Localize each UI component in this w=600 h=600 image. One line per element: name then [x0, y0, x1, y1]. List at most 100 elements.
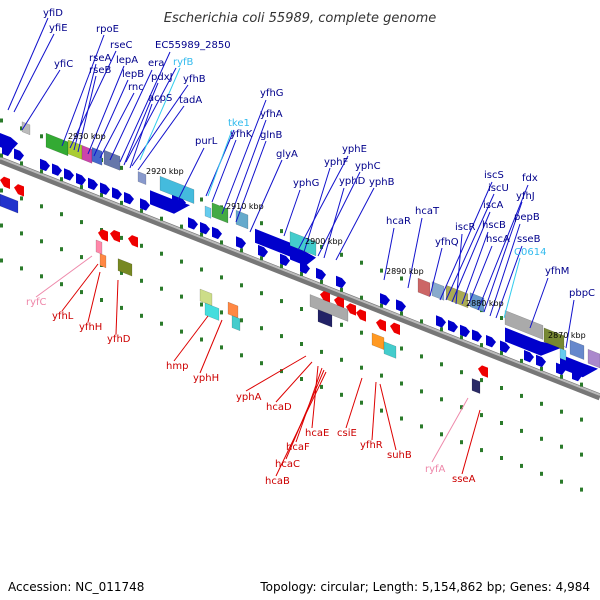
forward-gene-arrow	[336, 275, 346, 289]
leader-line	[61, 34, 105, 147]
guide-dot	[500, 316, 503, 320]
gene-label[interactable]: yfiC	[54, 59, 73, 70]
guide-dot	[20, 266, 23, 271]
guide-dot	[380, 373, 383, 378]
gene-label[interactable]: pbpC	[569, 288, 595, 299]
guide-dot	[300, 377, 303, 381]
gene-label[interactable]: sseB	[517, 234, 541, 245]
gene-label[interactable]: hcaF	[286, 442, 310, 453]
guide-dot	[460, 370, 463, 375]
gene-label[interactable]: yfhD	[107, 334, 131, 345]
leader-line	[245, 355, 307, 392]
guide-dot	[400, 381, 403, 386]
rna-label[interactable]: tke1	[228, 118, 250, 129]
guide-dot	[520, 358, 523, 363]
leader-line	[503, 257, 521, 319]
gene-label[interactable]: yphF	[324, 157, 349, 168]
gene-label[interactable]: hcaT	[415, 206, 440, 217]
gene-label[interactable]: yfhJ	[516, 191, 535, 202]
gene-label[interactable]: pdxJ	[151, 72, 173, 83]
gene-label[interactable]: glnB	[260, 130, 282, 141]
guide-dot	[400, 276, 403, 281]
gene-label[interactable]: era	[148, 58, 164, 69]
gene-label[interactable]: rnc	[128, 82, 144, 93]
gene-label[interactable]: sseA	[452, 474, 476, 485]
gene-label[interactable]: csiE	[337, 428, 357, 439]
gene-label[interactable]: hscA	[486, 234, 510, 245]
guide-dot	[460, 440, 463, 445]
rna-label[interactable]: ryfA	[425, 464, 446, 475]
gene-label[interactable]: iscR	[455, 222, 475, 233]
gene-label[interactable]: rseC	[110, 40, 132, 51]
gene-label[interactable]: yfhK	[230, 129, 253, 140]
gene-label[interactable]: yphE	[342, 144, 367, 155]
gene-label[interactable]: purL	[195, 136, 218, 147]
gene-label[interactable]: rseA	[89, 53, 111, 64]
gene-label[interactable]: acpS	[148, 93, 172, 104]
gene-label[interactable]: yphA	[236, 392, 262, 403]
rna-label[interactable]: ryfC	[26, 297, 47, 308]
gene-label[interactable]: yfhA	[260, 109, 283, 120]
gene-label[interactable]: lepA	[116, 55, 138, 66]
gene-label[interactable]: suhB	[387, 450, 412, 461]
reverse-gene-arrow	[110, 230, 120, 243]
forward-gene-arrow	[14, 148, 24, 161]
leader-line	[445, 193, 495, 301]
gene-label[interactable]: yfiD	[43, 8, 63, 19]
gene-label[interactable]: rpoE	[96, 24, 119, 35]
guide-dot	[320, 244, 323, 249]
gene-label[interactable]: yfhB	[183, 74, 206, 85]
gene-label[interactable]: yphB	[369, 177, 395, 188]
gene-label[interactable]: hscB	[482, 220, 506, 231]
leader-line	[461, 409, 481, 475]
guide-dot	[280, 264, 283, 269]
gene-label[interactable]: yfhR	[360, 440, 383, 451]
forward-gene-arrow	[500, 340, 510, 353]
leader-line	[99, 92, 135, 159]
gene-label[interactable]: EC55989_2850	[155, 40, 231, 51]
gene-label[interactable]: iscU	[488, 183, 509, 194]
gene-label[interactable]: pepB	[514, 212, 540, 223]
leader-line	[119, 51, 171, 163]
guide-dot	[300, 307, 303, 311]
gene-label[interactable]: yfhL	[52, 311, 74, 322]
gene-label[interactable]: yphD	[339, 176, 366, 187]
gene-label[interactable]: hcaE	[305, 428, 329, 439]
guide-dot	[140, 278, 143, 283]
leader-line	[7, 17, 49, 111]
gene-label[interactable]: yfiE	[49, 23, 68, 34]
gene-label[interactable]: iscS	[484, 170, 504, 181]
gene-label[interactable]: iscA	[483, 200, 503, 211]
gene-label[interactable]: hcaB	[265, 476, 290, 487]
gene-label[interactable]: yphH	[193, 373, 219, 384]
gene-label[interactable]: fdx	[522, 173, 538, 184]
guide-dot	[500, 351, 503, 355]
gene-label[interactable]: hcaD	[266, 402, 292, 413]
guide-dot	[520, 463, 523, 468]
guide-dot	[60, 247, 63, 252]
gene-label[interactable]: tadA	[179, 95, 202, 106]
gene-label[interactable]: yfhG	[260, 88, 284, 99]
guide-dot	[120, 200, 123, 205]
gene-label[interactable]: yfhQ	[435, 237, 459, 248]
guide-dot	[260, 361, 263, 366]
rna-label[interactable]: ryfB	[173, 57, 194, 68]
gene-label[interactable]: yfhM	[545, 266, 569, 277]
gene-label[interactable]: hcaC	[275, 459, 300, 470]
gene-label[interactable]: hcaR	[386, 216, 411, 227]
reverse-gene-arrow	[128, 235, 138, 248]
gene-label[interactable]: yphG	[293, 178, 319, 189]
gene-label[interactable]: yphC	[355, 161, 381, 172]
rna-label[interactable]: C0614	[514, 247, 546, 258]
guide-dot	[0, 188, 3, 193]
forward-gene-arrow	[100, 182, 110, 195]
label-leader-lines	[7, 17, 575, 477]
guide-dot	[220, 345, 223, 350]
leader-line	[345, 377, 363, 429]
gene-label[interactable]: hmp	[166, 361, 188, 372]
gene-label[interactable]: lepB	[122, 69, 144, 80]
gene-label[interactable]: glyA	[276, 149, 298, 160]
gene-label[interactable]: rseB	[89, 65, 111, 76]
gene-label[interactable]: yfhH	[79, 322, 102, 333]
forward-gene-arrow	[64, 168, 74, 181]
